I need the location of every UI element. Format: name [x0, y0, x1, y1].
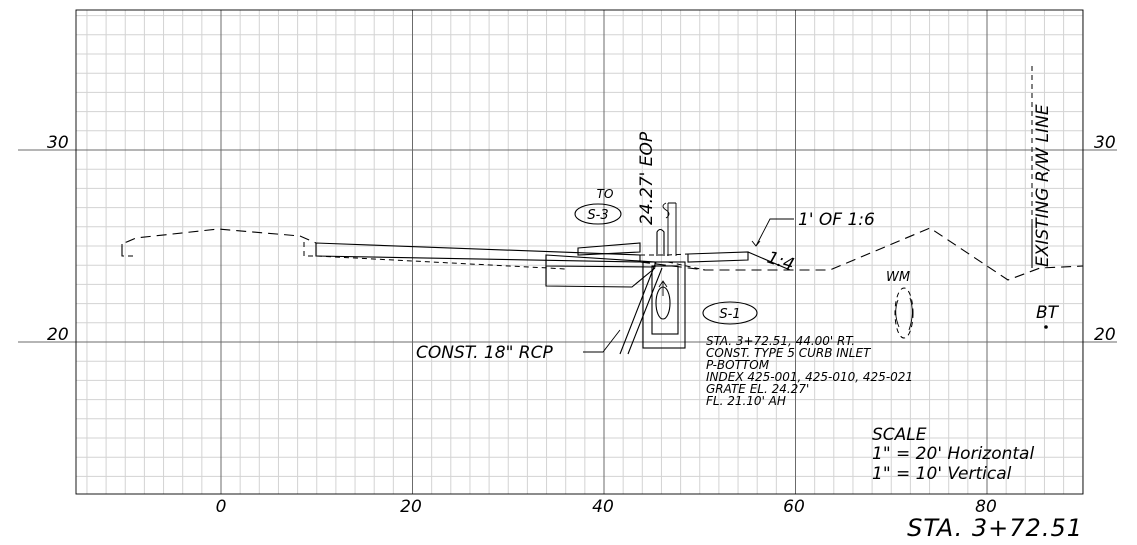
- scale-vertical: 1" = 10' Vertical: [872, 464, 1012, 484]
- proposed-sidewalk-slab: [315, 242, 641, 263]
- s3-tag: S-3: [587, 208, 608, 223]
- note-line: STA. 3+72.51, 44.00' RT.: [706, 334, 855, 348]
- offset-label-0: 0: [216, 497, 227, 517]
- slope-leader: [751, 218, 794, 247]
- flow-arrow: [658, 280, 668, 296]
- station-title: STA. 3+72.51: [907, 514, 1083, 542]
- rcp-label: CONST. 18" RCP: [416, 343, 553, 363]
- s3-tag-ellipse: [574, 203, 622, 225]
- minor-grid: [76, 10, 1084, 494]
- inlet-wavy-mark: [662, 202, 670, 219]
- existing-left-stub-line: [121, 244, 134, 257]
- rcp-leader: [583, 329, 621, 353]
- right-sidewalk: [687, 251, 749, 263]
- scale-block: SCALE 1" = 20' Horizontal 1" = 10' Verti…: [872, 425, 1034, 484]
- offset-label-60: 60: [783, 497, 805, 517]
- scale-title: SCALE: [872, 425, 927, 445]
- note-line: GRATE EL. 24.27': [706, 382, 809, 396]
- note-line: FL. 21.10' AH: [706, 394, 786, 408]
- rcp-pipe-lines: [619, 261, 663, 355]
- eop-label: 24.27' EOP: [637, 131, 657, 225]
- s1-tag: S-1: [719, 307, 740, 322]
- note-line: INDEX 425-001, 425-010, 425-021: [706, 370, 913, 384]
- offset-label-40: 40: [592, 497, 614, 517]
- bt-point: [1044, 325, 1048, 329]
- structure-notes: STA. 3+72.51, 44.00' RT. CONST. TYPE 5 C…: [706, 334, 913, 408]
- offset-label-20: 20: [400, 497, 422, 517]
- slope-note: 1' OF 1:6: [798, 210, 875, 230]
- offset-label-80: 80: [975, 497, 997, 517]
- water-main-inner: [895, 297, 913, 331]
- elevation-label-20-right: 20: [1094, 325, 1116, 345]
- wm-label: WM: [886, 270, 910, 285]
- rw-line-label: EXISTING R/W LINE: [1033, 104, 1053, 267]
- curb-top-piece: [577, 242, 641, 256]
- water-main-symbol: [894, 287, 914, 339]
- to-label: TO: [597, 187, 614, 201]
- s1-tag-ellipse: [702, 301, 758, 325]
- existing-back-line: [303, 242, 566, 270]
- major-grid: [18, 10, 1117, 494]
- elevation-label-30-left: 30: [47, 133, 69, 153]
- inlet-outer-box: [642, 261, 686, 349]
- right-slope-line: [747, 251, 791, 271]
- inlet-inner-box: [651, 265, 679, 335]
- proposed-base-block: [545, 254, 656, 268]
- grid-border: [75, 9, 1084, 495]
- inlet-riser: [656, 228, 665, 256]
- elevation-label-20-left: 20: [47, 325, 69, 345]
- note-line: P-BOTTOM: [706, 358, 770, 372]
- elevation-label-30-right: 30: [1094, 133, 1116, 153]
- note-line: CONST. TYPE 5 CURB INLET: [706, 346, 872, 360]
- bt-label: BT: [1036, 303, 1060, 323]
- scale-horizontal: 1" = 20' Horizontal: [872, 444, 1034, 464]
